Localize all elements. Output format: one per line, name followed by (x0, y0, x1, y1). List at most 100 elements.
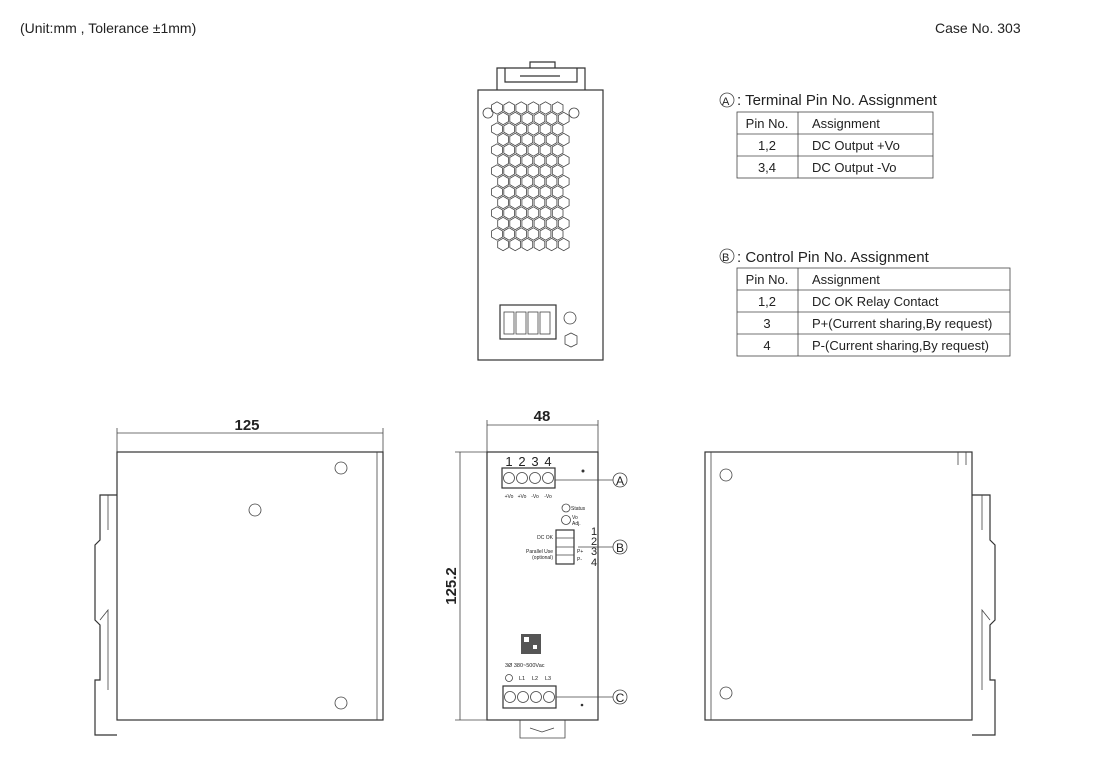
vent-hole (497, 195, 509, 210)
svg-text:-Vo: -Vo (531, 494, 539, 500)
vent-hole (515, 164, 527, 178)
vent-hole (521, 132, 534, 147)
vent-hole (533, 153, 546, 168)
vent-hole (527, 122, 540, 136)
vent-hole (491, 206, 503, 220)
svg-text:B: B (616, 541, 624, 555)
svg-text:1,2: 1,2 (758, 294, 776, 309)
vent-hole (545, 132, 558, 147)
vent-hole (491, 143, 503, 157)
vent-hole (527, 143, 540, 157)
vent-hole (545, 195, 558, 210)
vent-hole (497, 132, 509, 147)
vent-hole (557, 153, 570, 168)
vent-hole (515, 227, 527, 241)
vent-hole (509, 111, 521, 126)
vent-hole (545, 153, 558, 168)
vent-hole (539, 164, 552, 178)
svg-text:P-(Current sharing,By request): P-(Current sharing,By request) (812, 338, 989, 353)
vent-hole (521, 195, 534, 210)
vent-hole (521, 216, 534, 231)
vent-hole (491, 101, 503, 115)
input-terminal-block (502, 685, 557, 709)
svg-text:3: 3 (531, 454, 538, 469)
vent-hole (491, 185, 503, 199)
svg-text:L3: L3 (545, 676, 551, 682)
svg-text:Status: Status (571, 506, 586, 512)
svg-text:4: 4 (591, 557, 597, 569)
vent-hole (539, 122, 552, 136)
svg-text:3: 3 (763, 316, 770, 331)
vent-hole (515, 206, 527, 220)
vent-hole (545, 237, 558, 252)
vent-hole (557, 111, 570, 126)
svg-text:B: B (722, 252, 729, 264)
unit-note: (Unit:mm , Tolerance ±1mm) (20, 20, 196, 36)
front-view: 48 125.2 1 2 3 4 +Vo +Vo -Vo -Vo A Statu… (443, 408, 628, 739)
vent-hole (533, 237, 546, 252)
svg-text:C: C (616, 691, 625, 705)
vent-hole (545, 216, 558, 231)
vent-hole (539, 185, 552, 199)
vent-hole (509, 216, 521, 231)
vent-hole (527, 185, 540, 199)
vent-hole (503, 101, 515, 115)
table-a-marker: A (722, 96, 730, 108)
svg-text:L1: L1 (519, 676, 525, 682)
svg-text:Assignment: Assignment (812, 272, 880, 287)
vent-hole (509, 237, 521, 252)
svg-text:+Vo: +Vo (505, 494, 514, 500)
vent-hole (503, 122, 515, 136)
vent-hole (539, 227, 552, 241)
vent-hole (503, 185, 515, 199)
vent-hole (509, 153, 521, 168)
output-terminal-block (501, 467, 556, 489)
table-a-title: : Terminal Pin No. Assignment (737, 92, 938, 109)
svg-text:Pin No.: Pin No. (746, 272, 789, 287)
vo-adjust-pot (561, 515, 571, 525)
vent-hole (533, 174, 546, 189)
svg-text:2: 2 (518, 454, 525, 469)
ventilation-hex-grid (491, 101, 570, 252)
svg-text:DC OK Relay Contact: DC OK Relay Contact (812, 294, 939, 309)
vent-hole (557, 132, 570, 147)
svg-text:Adj.: Adj. (572, 521, 581, 527)
svg-text:-Vo: -Vo (544, 494, 552, 500)
right-side-view (704, 451, 996, 736)
svg-text:L2: L2 (532, 676, 538, 682)
vent-hole (557, 216, 570, 231)
width-dimension: 48 (534, 408, 551, 425)
vent-hole (509, 132, 521, 147)
vent-hole (557, 195, 570, 210)
vent-hole (509, 174, 521, 189)
vent-hole (497, 153, 509, 168)
svg-text:3: 3 (591, 546, 597, 558)
svg-text:DC OK: DC OK (537, 535, 554, 541)
vent-hole (503, 164, 515, 178)
vent-hole (497, 216, 509, 231)
vent-hole (515, 143, 527, 157)
vent-hole (503, 227, 515, 241)
vent-hole (527, 206, 540, 220)
svg-text:3Ø 380~500Vac: 3Ø 380~500Vac (505, 663, 545, 669)
vent-hole (503, 206, 515, 220)
vent-hole (497, 174, 509, 189)
vent-hole (527, 227, 540, 241)
vent-hole (497, 111, 509, 126)
vent-hole (491, 227, 503, 241)
svg-text:4: 4 (544, 454, 551, 469)
vent-hole (551, 185, 564, 199)
vent-hole (557, 237, 570, 252)
svg-text:Vo: Vo (572, 515, 578, 521)
svg-text:2: 2 (591, 536, 597, 548)
vent-hole (527, 164, 540, 178)
vent-hole (533, 195, 546, 210)
svg-text:1: 1 (591, 526, 597, 538)
vent-hole (521, 237, 534, 252)
svg-text:3,4: 3,4 (758, 160, 776, 175)
vent-hole (527, 101, 540, 115)
vent-hole (545, 111, 558, 126)
vent-hole (551, 143, 564, 157)
svg-text:Pin No.: Pin No. (746, 116, 789, 131)
